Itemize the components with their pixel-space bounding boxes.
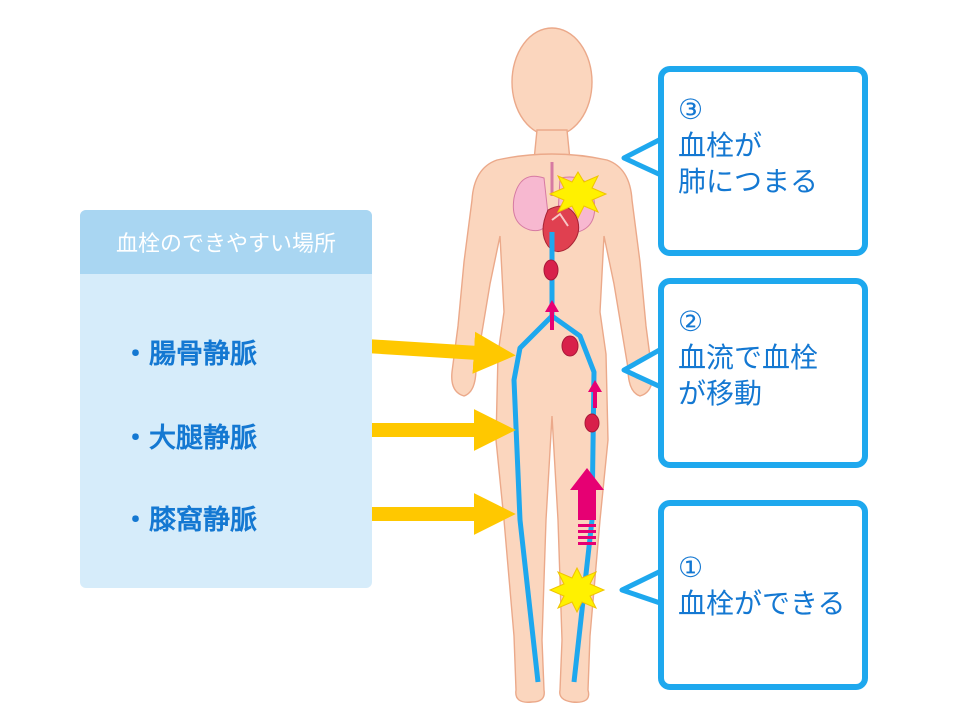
callout-number: ② bbox=[678, 305, 704, 338]
body-silhouette-icon bbox=[451, 27, 653, 703]
callout-step-1-text: ① 血栓ができる bbox=[678, 550, 845, 622]
callout-step-2: ② 血流で血栓 が移動 bbox=[658, 278, 868, 468]
site-item-iliac-vein: ・腸骨静脈 bbox=[122, 339, 257, 370]
burst-icon bbox=[548, 171, 608, 614]
callout-line: 血栓ができる bbox=[678, 587, 846, 620]
callout-step-3: ③ 血栓が 肺につまる bbox=[658, 66, 868, 256]
callout-line: が移動 bbox=[678, 377, 763, 410]
callout-step-1: ① 血栓ができる bbox=[658, 500, 868, 690]
callout-number: ③ bbox=[678, 93, 704, 126]
callout-line: 血流で血栓 bbox=[678, 341, 819, 374]
callout-line: 肺につまる bbox=[678, 165, 819, 198]
site-item-popliteal-vein: ・膝窩静脈 bbox=[122, 505, 257, 536]
callout-step-2-text: ② 血流で血栓 が移動 bbox=[678, 304, 818, 412]
panel-title: 血栓のできやすい場所 bbox=[80, 210, 372, 274]
callout-tails bbox=[619, 135, 665, 607]
flow-arrow-icon bbox=[545, 300, 604, 545]
thrombus-site-panel: 血栓のできやすい場所 ・腸骨静脈 ・大腿静脈 ・膝窩静脈 bbox=[80, 210, 372, 588]
site-item-femoral-vein: ・大腿静脈 bbox=[122, 423, 257, 454]
callout-number: ① bbox=[678, 551, 704, 584]
callout-step-3-text: ③ 血栓が 肺につまる bbox=[678, 92, 818, 200]
callout-line: 血栓が bbox=[678, 129, 763, 162]
